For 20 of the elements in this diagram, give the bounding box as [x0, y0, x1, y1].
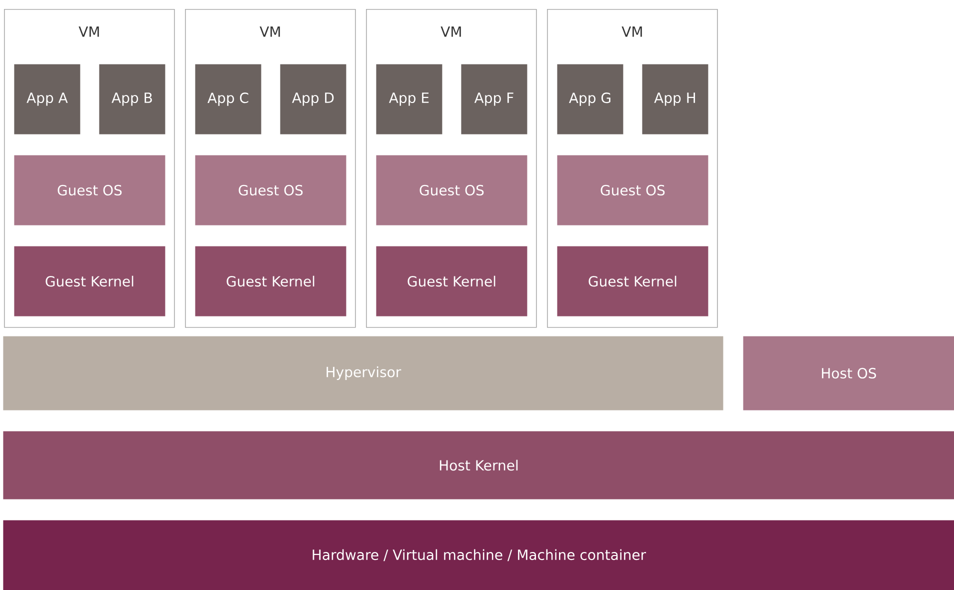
app-box: App F	[461, 64, 528, 134]
app-box: App C	[195, 64, 262, 134]
app-box: App G	[557, 64, 624, 134]
app-box: App A	[14, 64, 80, 134]
os-box: Guest OS	[557, 155, 708, 226]
app-box: App E	[376, 64, 442, 134]
app-box: App H	[642, 64, 708, 134]
os-box: Guest OS	[14, 155, 166, 226]
app-box: App D	[280, 64, 346, 134]
app-box: App B	[99, 64, 166, 134]
os-box: Host OS	[743, 336, 954, 410]
kernel-box: Guest Kernel	[557, 246, 708, 316]
kernel-box: Guest Kernel	[195, 246, 346, 316]
os-box: Guest OS	[195, 155, 346, 226]
hardware-bar: Hardware / Virtual machine / Machine container	[3, 520, 954, 590]
kernel-box: Guest Kernel	[14, 246, 166, 316]
kernel-box: Host Kernel	[3, 431, 954, 500]
hypervisor-bar: Hypervisor	[3, 336, 724, 410]
kernel-box: Guest Kernel	[376, 246, 528, 316]
os-box: Guest OS	[376, 155, 528, 226]
